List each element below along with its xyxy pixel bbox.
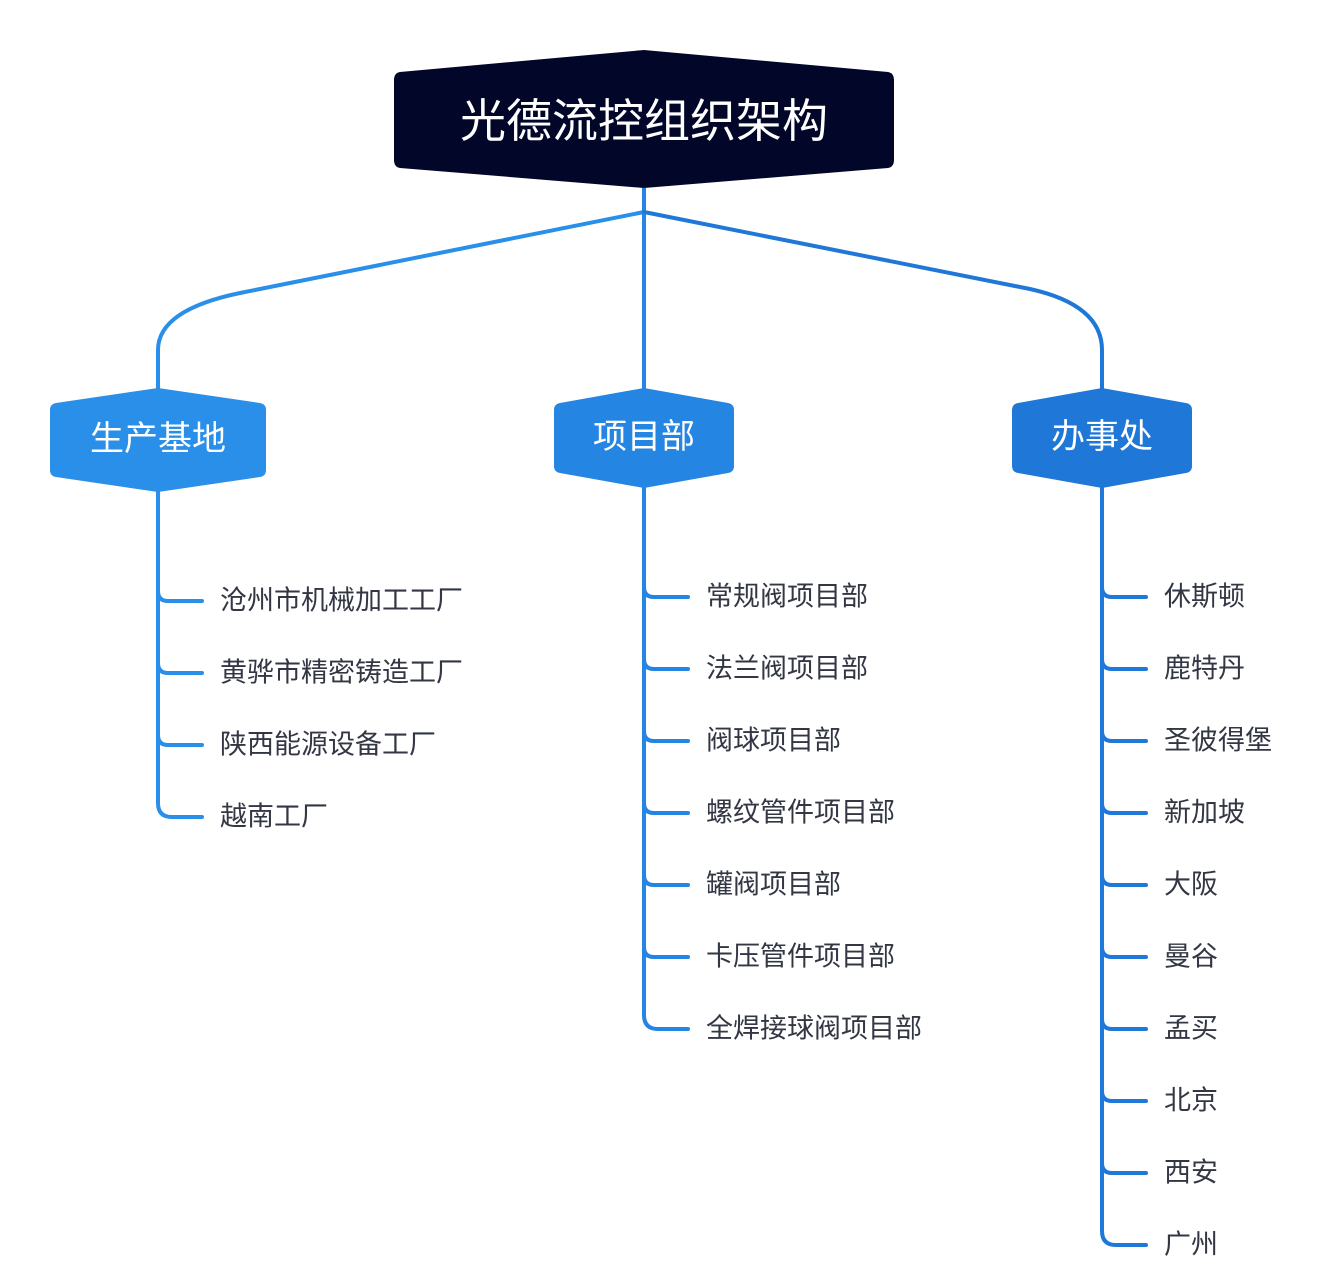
- leaf-spine: [156, 490, 204, 819]
- leaf-node-label[interactable]: 孟买: [1164, 1014, 1218, 1045]
- branch-node-production-shape: [50, 388, 266, 492]
- leaf-connector: [1100, 873, 1148, 887]
- branch-node-offices[interactable]: 办事处: [1012, 388, 1192, 488]
- leaf-connector: [1100, 729, 1148, 743]
- leaf-node-label[interactable]: 鹿特丹: [1164, 654, 1245, 685]
- leaf-node-label[interactable]: 阀球项目部: [706, 726, 841, 757]
- leaf-node-label[interactable]: 法兰阀项目部: [706, 654, 868, 685]
- branch-node-projects[interactable]: 项目部: [554, 388, 734, 488]
- branch-node-production[interactable]: 生产基地: [50, 388, 266, 492]
- leaf-spine: [1100, 486, 1148, 1247]
- leaf-node-label[interactable]: 螺纹管件项目部: [706, 798, 895, 829]
- root-node-shape: [394, 50, 894, 188]
- leaf-connector: [642, 657, 690, 671]
- leaf-node-label[interactable]: 陕西能源设备工厂: [220, 730, 436, 761]
- leaf-connector: [1100, 1089, 1148, 1103]
- leaf-connector: [1100, 657, 1148, 671]
- leaf-node-label[interactable]: 圣彼得堡: [1164, 726, 1272, 757]
- leaf-connector: [642, 945, 690, 959]
- connector-root-to-production: [156, 210, 646, 392]
- leaf-node-label[interactable]: 卡压管件项目部: [706, 942, 895, 973]
- leaf-connector: [156, 661, 204, 675]
- leaf-connector: [156, 589, 204, 603]
- branch-label: 办事处: [1051, 417, 1153, 457]
- branch-node-offices-shape: [1012, 388, 1192, 488]
- leaf-connector: [156, 733, 204, 747]
- leaf-connector: [1100, 585, 1148, 599]
- leaf-connector: [1100, 945, 1148, 959]
- leaf-node-label[interactable]: 曼谷: [1164, 942, 1218, 973]
- leaf-connector: [1100, 1017, 1148, 1031]
- leaf-connector: [642, 585, 690, 599]
- leaf-connector: [642, 729, 690, 743]
- leaf-node-label[interactable]: 全焊接球阀项目部: [706, 1014, 922, 1045]
- leaf-node-label[interactable]: 沧州市机械加工工厂: [220, 586, 463, 617]
- leaf-node-label[interactable]: 黄骅市精密铸造工厂: [220, 658, 463, 689]
- leaf-node-label[interactable]: 越南工厂: [220, 802, 328, 833]
- root-title: 光德流控组织架构: [460, 94, 828, 148]
- leaf-node-label[interactable]: 新加坡: [1164, 798, 1245, 829]
- leaf-connector: [642, 873, 690, 887]
- leaf-node-label[interactable]: 大阪: [1164, 870, 1218, 901]
- root-connectors: [156, 186, 1104, 392]
- branch-label: 生产基地: [90, 419, 226, 459]
- connector-root-to-offices: [642, 210, 1104, 392]
- leaf-node-label[interactable]: 西安: [1164, 1158, 1218, 1189]
- leaf-node-label[interactable]: 广州: [1164, 1230, 1218, 1261]
- leaf-node-label[interactable]: 休斯顿: [1164, 582, 1245, 613]
- leaf-connector: [642, 801, 690, 815]
- root-node[interactable]: 光德流控组织架构: [394, 50, 894, 188]
- project-children: 常规阀项目部法兰阀项目部阀球项目部螺纹管件项目部罐阀项目部卡压管件项目部全焊接球…: [642, 486, 922, 1045]
- branch-node-projects-shape: [554, 388, 734, 488]
- leaf-connector: [1100, 801, 1148, 815]
- leaf-connector: [1100, 1161, 1148, 1175]
- leaf-node-label[interactable]: 罐阀项目部: [706, 870, 841, 901]
- leaf-spine: [642, 486, 690, 1031]
- leaf-node-label[interactable]: 常规阀项目部: [706, 582, 868, 613]
- leaf-node-label[interactable]: 北京: [1164, 1086, 1218, 1117]
- branch-label: 项目部: [593, 417, 695, 457]
